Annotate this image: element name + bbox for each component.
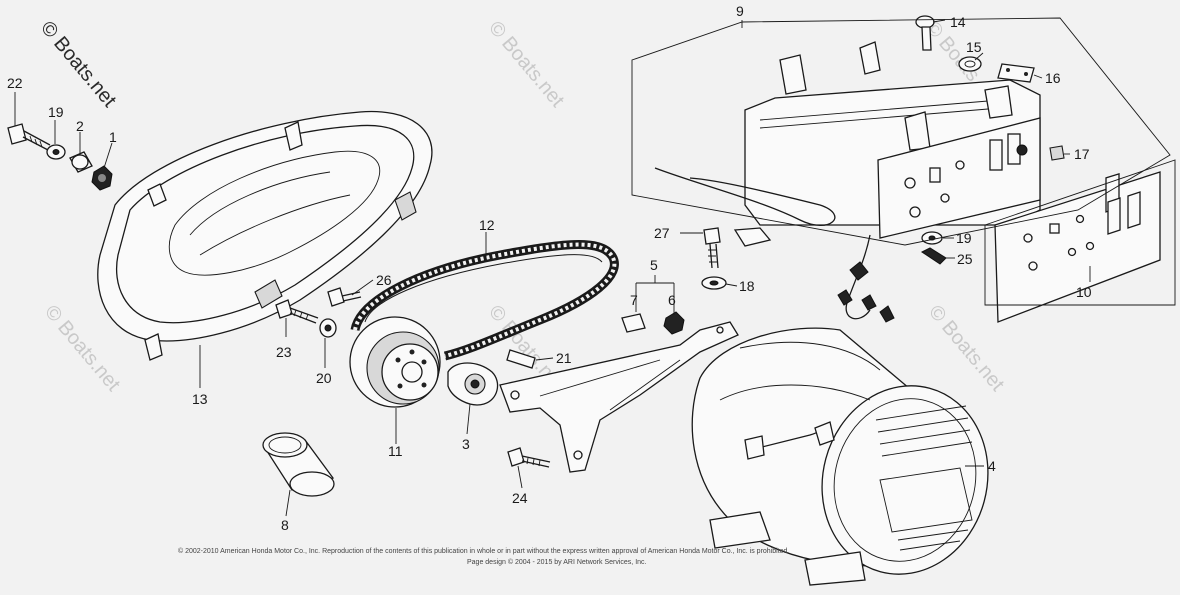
part-label: 8 [281, 517, 289, 533]
part-label: 19 [48, 104, 64, 120]
part-label: 6 [668, 292, 676, 308]
part-label: 13 [192, 391, 208, 407]
part-label: 26 [376, 272, 392, 288]
watermark-top-center: © Boats.net [484, 17, 568, 112]
part-label: 25 [957, 251, 973, 267]
part-label: 9 [736, 3, 744, 19]
part-label: 18 [739, 278, 755, 294]
part-label: 11 [388, 443, 403, 459]
bushing-drawing [262, 432, 335, 497]
hardware-22-19-2-1 [7, 123, 113, 191]
part-label: 23 [276, 344, 292, 360]
part-label: 22 [7, 75, 23, 91]
part-label: 1 [109, 129, 117, 145]
part-label: 19 [956, 230, 972, 246]
small-parts-right [915, 15, 1065, 265]
copyright-line-1: © 2002-2010 American Honda Motor Co., In… [178, 547, 789, 555]
part-label: 3 [462, 436, 470, 452]
part-label: 24 [512, 490, 528, 506]
part-label: 17 [1074, 146, 1090, 162]
belt-cover-drawing [97, 110, 433, 361]
part-label: 12 [479, 217, 495, 233]
part-label: 5 [650, 257, 658, 273]
leader-lines [14, 19, 1091, 517]
watermark-top-left: © Boats.net [36, 17, 120, 112]
part-label: 14 [950, 14, 966, 30]
generator-drawing [691, 327, 989, 586]
control-box-drawing [654, 41, 1041, 323]
face-plate-drawing [994, 171, 1161, 323]
bracket-drawing [499, 311, 739, 473]
part-label: 7 [630, 292, 638, 308]
part-label: 10 [1076, 284, 1092, 300]
tensioner-drawing [447, 349, 536, 406]
part-labels: 22 19 2 1 9 14 15 16 17 10 19 25 18 27 1… [7, 3, 1092, 533]
group-outlines [631, 17, 1176, 306]
copyright-line-2: Page design © 2004 - 2015 by ARI Network… [467, 558, 647, 566]
part-label: 21 [556, 350, 572, 366]
part-label: 16 [1045, 70, 1061, 86]
bolt-24-drawing [507, 447, 551, 468]
part-label: 20 [316, 370, 332, 386]
pulley-drawing [349, 316, 441, 408]
part-label: 27 [654, 225, 670, 241]
bolt-27-washer-18 [701, 227, 727, 290]
hardware-26-23-20 [275, 287, 362, 338]
part-label: 2 [76, 118, 84, 134]
part-label: 4 [988, 458, 996, 474]
drive-belt-drawing [350, 240, 619, 361]
part-label: 15 [966, 39, 982, 55]
watermark-mid-right: © Boats.net [924, 301, 1008, 396]
